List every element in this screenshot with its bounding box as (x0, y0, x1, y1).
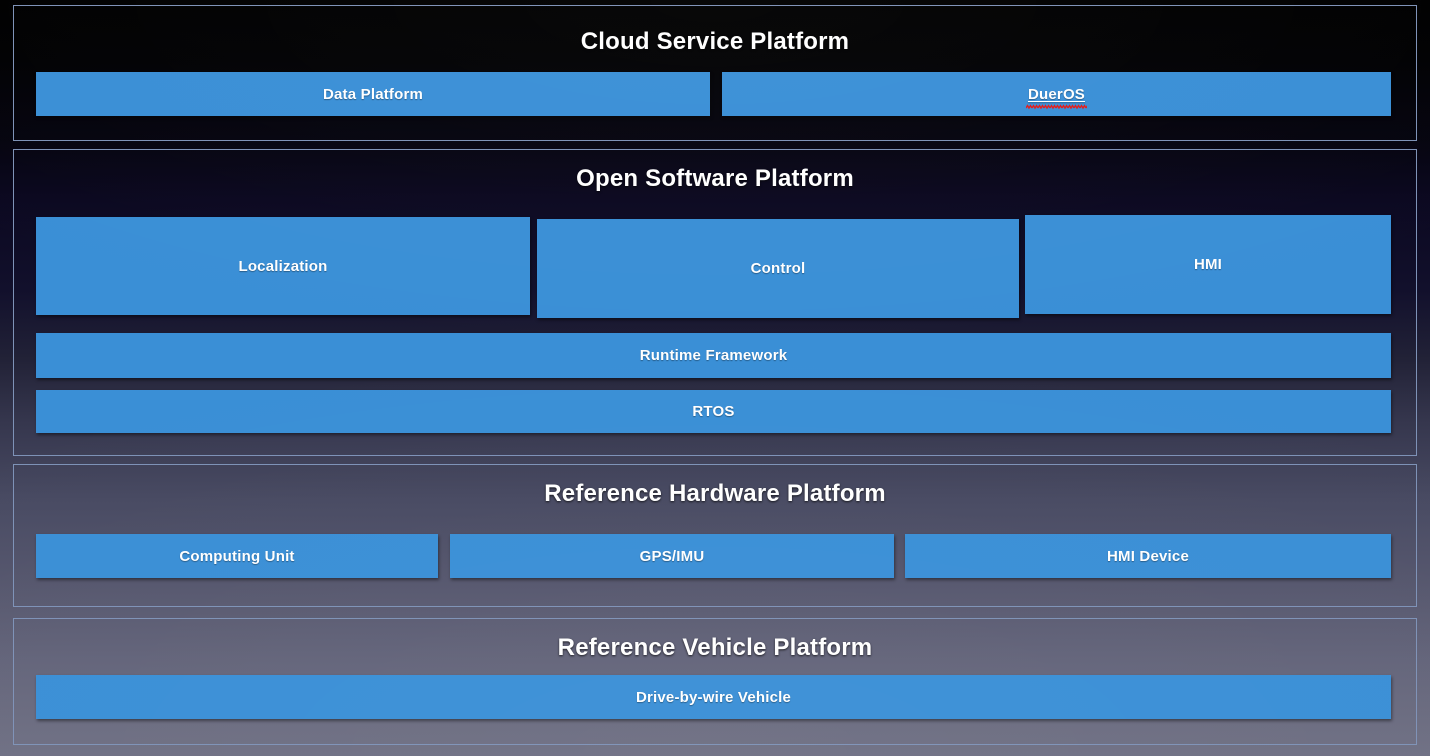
panel-reference-vehicle-platform: Reference Vehicle Platform (13, 618, 1417, 745)
box-label-computing-unit: Computing Unit (179, 547, 295, 565)
panel-reference-hardware-platform: Reference Hardware Platform (13, 464, 1417, 607)
panel-cloud-service-platform: Cloud Service Platform (13, 5, 1417, 141)
box-label-hmi: HMI (1193, 256, 1223, 273)
box-computing-unit[interactable]: Computing Unit (36, 534, 438, 578)
box-label-drive-by-wire-vehicle: Drive-by-wire Vehicle (635, 688, 792, 706)
box-drive-by-wire-vehicle[interactable]: Drive-by-wire Vehicle (36, 675, 1391, 719)
box-hmi[interactable]: HMI (1025, 215, 1391, 314)
box-data-platform[interactable]: Data Platform (36, 72, 710, 116)
box-label-gps-imu: GPS/IMU (639, 547, 705, 565)
panel-title-open-software-platform: Open Software Platform (576, 165, 854, 192)
box-rtos[interactable]: RTOS (36, 390, 1391, 433)
box-runtime-framework[interactable]: Runtime Framework (36, 333, 1391, 378)
box-label-runtime-framework: Runtime Framework (639, 347, 788, 364)
box-label-dueros: DuerOS (1027, 85, 1086, 103)
box-dueros[interactable]: DuerOS (722, 72, 1391, 116)
box-control[interactable]: Control (537, 219, 1019, 318)
box-hmi-device[interactable]: HMI Device (905, 534, 1391, 578)
box-label-data-platform: Data Platform (322, 85, 424, 103)
panel-title-reference-vehicle-platform: Reference Vehicle Platform (557, 634, 873, 661)
panel-title-cloud-service-platform: Cloud Service Platform (580, 28, 850, 55)
box-label-rtos: RTOS (692, 403, 735, 420)
box-label-hmi-device: HMI Device (1106, 547, 1190, 565)
box-gps-imu[interactable]: GPS/IMU (450, 534, 894, 578)
spellcheck-underline-icon (1025, 103, 1088, 110)
box-localization[interactable]: Localization (36, 217, 530, 315)
panel-open-software-platform: Open Software Platform (13, 149, 1417, 456)
box-label-dueros-wrapper: DuerOS (1025, 85, 1088, 110)
box-label-localization: Localization (238, 257, 328, 275)
panel-title-reference-hardware-platform: Reference Hardware Platform (544, 480, 886, 507)
box-label-control: Control (750, 260, 806, 277)
